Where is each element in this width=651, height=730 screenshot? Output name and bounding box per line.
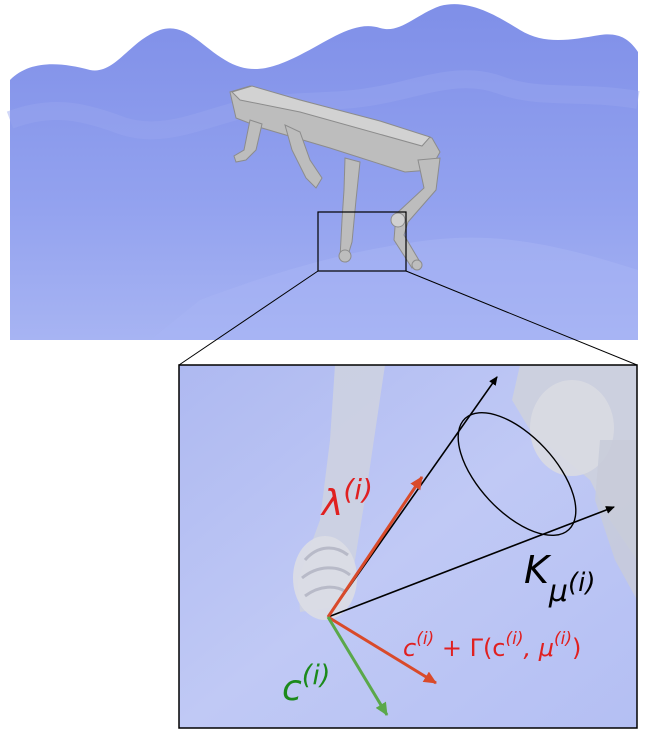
zoom-inset	[179, 365, 637, 728]
zoom-joint-right	[530, 380, 614, 476]
zoom-connector-right	[405, 270, 638, 366]
robot-knee	[390, 212, 406, 228]
terrain-render	[6, 4, 640, 340]
lambda-label: λ(i)	[320, 473, 373, 524]
contact-force-arrow	[326, 616, 389, 716]
zoom-region-box	[317, 211, 407, 272]
robot-rear-leg-right	[284, 124, 323, 189]
robot-foot-left	[338, 249, 352, 263]
cone-ellipse	[457, 411, 577, 537]
zoom-frame	[178, 364, 638, 729]
robot-foot-right	[411, 259, 423, 271]
terrain-ridge	[6, 70, 640, 140]
terrain-highlight	[150, 237, 638, 340]
contact-label: c(i)	[282, 660, 330, 709]
quadruped-robot	[229, 85, 441, 271]
zoom-leg-right-lower	[595, 440, 637, 600]
lambda-arrow	[326, 476, 424, 618]
robot-rear-leg-left	[233, 119, 263, 163]
corrected-force-label: c(i) + Γ(c(i), μ(i))	[403, 629, 581, 662]
zoom-connector-left	[178, 270, 319, 366]
cone-label: Kμ(i)	[524, 548, 596, 609]
robot-body-top	[231, 85, 431, 147]
zoom-foot-grooves	[301, 546, 351, 598]
cone-axis-lower	[327, 506, 615, 618]
corrected-force-arrow	[327, 615, 437, 685]
